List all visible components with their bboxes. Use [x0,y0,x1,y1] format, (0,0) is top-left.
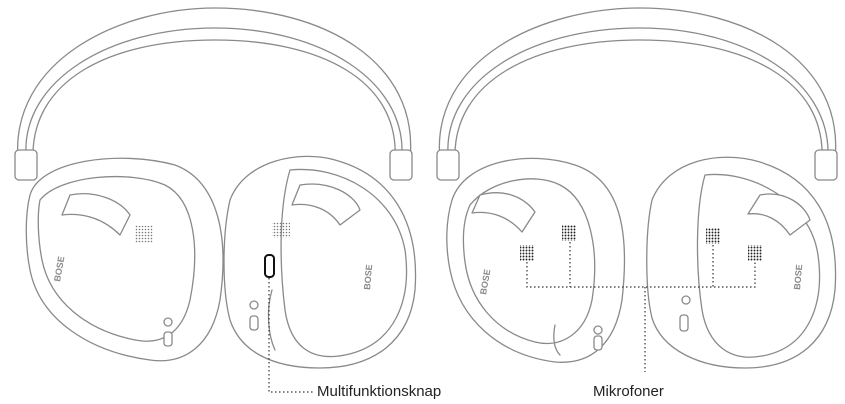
headband [18,8,411,160]
headphone-rear-view: BOSE BOSE [437,8,837,368]
microphone-grille-4 [748,245,762,261]
multifunction-button [265,255,274,277]
microphone-grille-3 [706,228,720,244]
microphones-label: Mikrofoner [593,383,664,400]
headphone-front-view: BOSE BOSE [15,8,416,368]
headband-rear [439,8,835,160]
microphone-grille-2 [562,225,576,241]
microphone-grille-1 [520,245,534,261]
multifunction-button-label: Multifunktionsknap [317,383,441,400]
